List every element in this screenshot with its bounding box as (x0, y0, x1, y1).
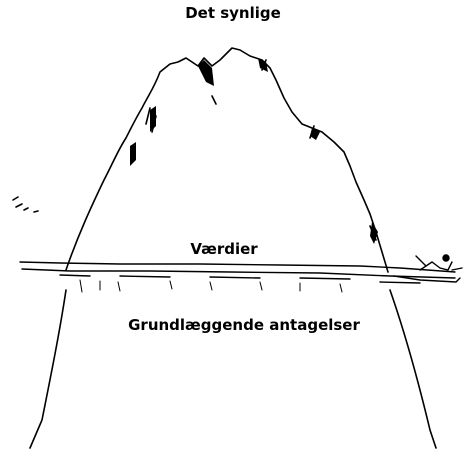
water-line (20, 262, 455, 292)
birds-icon (13, 197, 38, 212)
label-assumptions: Grundlæggende antagelser (128, 316, 360, 334)
iceberg-underwater-outline (30, 290, 436, 448)
iceberg-visible-outline (66, 48, 388, 272)
shadow-patches (130, 58, 378, 244)
label-visible: Det synlige (185, 4, 281, 22)
label-values: Værdier (190, 240, 257, 258)
shading-strokes (132, 60, 376, 240)
